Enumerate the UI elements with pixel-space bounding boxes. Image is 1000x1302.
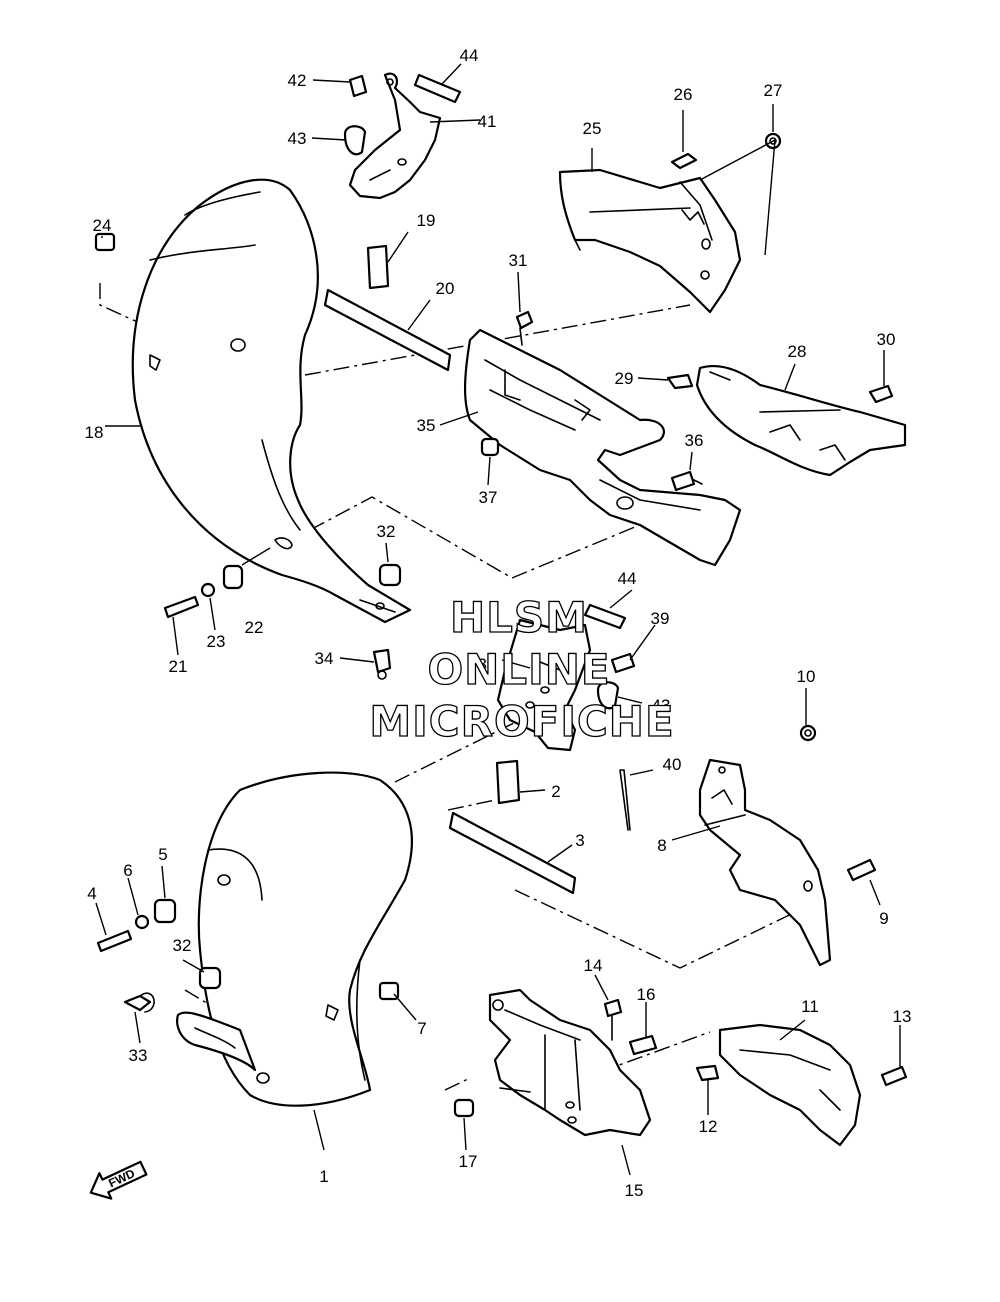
cover-part-1 [176, 771, 413, 1107]
callout-1: 1 [319, 1167, 328, 1186]
callout-32-lower: 32 [173, 936, 192, 955]
side-cover-part-25 [558, 168, 742, 314]
callout-6: 6 [123, 861, 132, 880]
callout-42: 42 [288, 71, 307, 90]
callout-44-upper: 44 [460, 46, 479, 65]
callout-labels: 1 2 3 4 5 6 7 8 9 10 11 12 13 14 15 16 1… [85, 46, 912, 1200]
callout-44-middle: 44 [618, 569, 637, 588]
watermark-line-2: ONLINE [427, 645, 610, 694]
watermark-line-1: HLSM [450, 593, 588, 642]
side-cover-part-8 [698, 758, 832, 967]
side-cover-part-11 [718, 1023, 862, 1147]
callout-24: 24 [93, 216, 112, 235]
callout-9: 9 [879, 909, 888, 928]
bracket-part-41 [348, 72, 442, 200]
callout-27: 27 [764, 81, 783, 100]
damper-plates [323, 73, 627, 895]
callout-14: 14 [584, 956, 603, 975]
callout-37: 37 [479, 488, 498, 507]
callout-40: 40 [663, 755, 682, 774]
bracket-part-38 [496, 618, 592, 752]
leader-lines [95, 63, 901, 1176]
callout-2: 2 [551, 782, 560, 801]
fasteners [94, 74, 908, 1118]
callout-5: 5 [158, 845, 167, 864]
callout-20: 20 [436, 279, 455, 298]
callout-15: 15 [625, 1181, 644, 1200]
callout-34: 34 [315, 649, 334, 668]
callout-25: 25 [583, 119, 602, 138]
callout-30: 30 [877, 330, 896, 349]
callout-29: 29 [615, 369, 634, 388]
watermark-line-3: MICROFICHE [369, 697, 674, 746]
bracket-part-15 [488, 988, 652, 1137]
callout-13: 13 [893, 1007, 912, 1026]
callout-4: 4 [87, 884, 96, 903]
callout-8: 8 [657, 836, 666, 855]
callout-31: 31 [509, 251, 528, 270]
callout-35: 35 [417, 416, 436, 435]
callout-19: 19 [417, 211, 436, 230]
fwd-arrow-icon: FWD [89, 1160, 148, 1200]
callout-16: 16 [637, 985, 656, 1004]
callout-38: 38 [478, 655, 497, 674]
callout-10: 10 [797, 667, 816, 686]
callout-33: 33 [129, 1046, 148, 1065]
callout-23: 23 [207, 632, 226, 651]
callout-36: 36 [685, 431, 704, 450]
callout-7: 7 [417, 1019, 426, 1038]
callout-41: 41 [478, 112, 497, 131]
callout-26: 26 [674, 85, 693, 104]
callout-32-upper: 32 [377, 522, 396, 541]
callout-3: 3 [575, 831, 584, 850]
callout-21: 21 [169, 657, 188, 676]
callout-17: 17 [459, 1152, 478, 1171]
callout-11: 11 [801, 997, 819, 1016]
callout-28: 28 [788, 342, 807, 361]
cover-part-18 [131, 178, 412, 624]
callout-39: 39 [651, 609, 670, 628]
callout-22: 22 [245, 618, 264, 637]
callout-12: 12 [699, 1117, 718, 1136]
bracket-part-35 [464, 328, 742, 567]
side-cover-part-28 [695, 364, 907, 477]
callout-43-middle: 43 [652, 696, 671, 715]
callout-18: 18 [85, 423, 104, 442]
callout-43-upper: 43 [288, 129, 307, 148]
watermark: HLSM ONLINE MICROFICHE [369, 592, 675, 746]
